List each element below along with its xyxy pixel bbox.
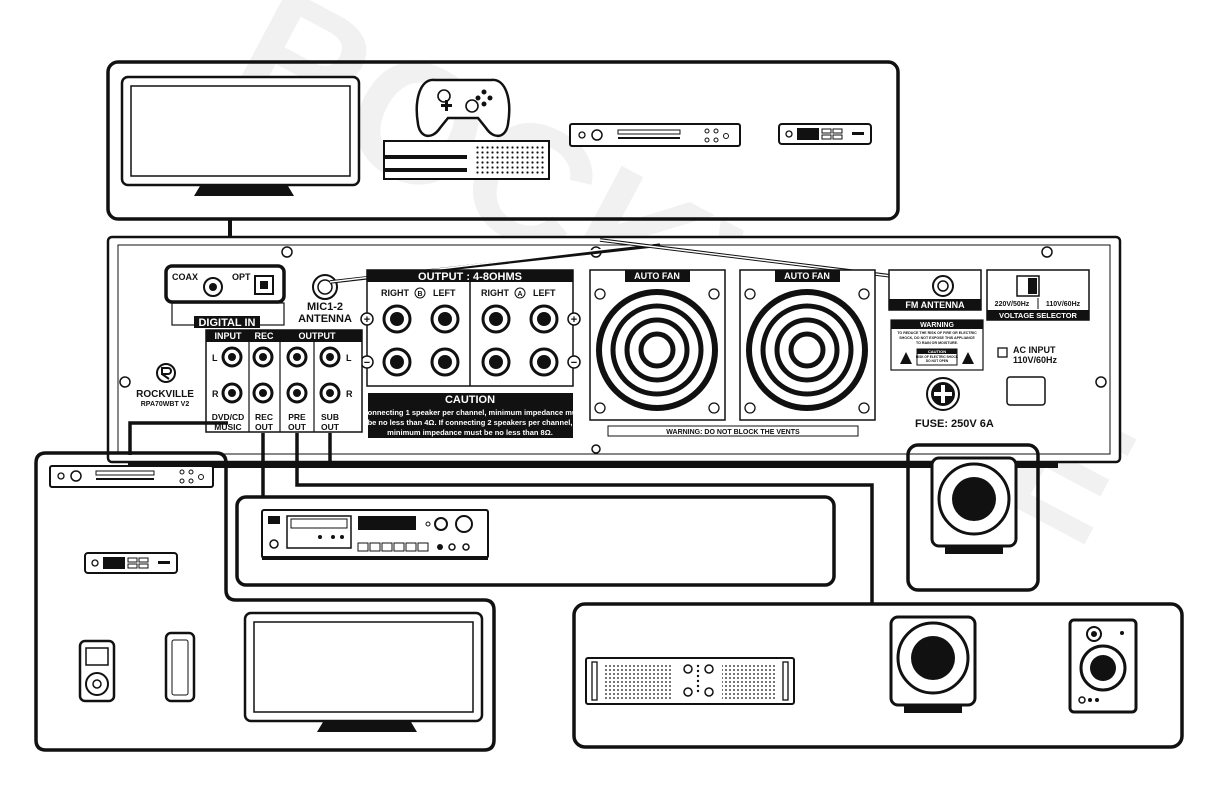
fan-left: AUTO FAN: [589, 269, 726, 421]
ac-socket: [1006, 376, 1046, 406]
game-console-icon: [383, 78, 550, 180]
ac-input-label-2: 110V/60Hz: [1013, 355, 1058, 365]
speaker-output-title: OUTPUT : 4-8OHMS: [418, 271, 522, 283]
subwoofer-icon: [930, 456, 1018, 554]
model-label: RPA70WBT V2: [141, 401, 190, 408]
music-player-icon: [78, 639, 116, 703]
digital-in-label: DIGITAL IN: [198, 317, 255, 329]
dvd-player-icon: [569, 123, 741, 147]
smartphone-icon: [164, 631, 196, 703]
warning-caution: CAUTION: [928, 349, 946, 354]
rca-sub-out-1: SUB: [321, 412, 339, 422]
warning-caution-2: DO NOT OPEN: [926, 359, 949, 363]
opt-label: OPT: [232, 272, 251, 282]
voltage-selector: 220V/50Hz 110V/60Hz VOLTAGE SELECTOR: [986, 269, 1090, 321]
analog-sources-box: [34, 451, 496, 752]
caution-line-3: minimum impedance must be no less than 8…: [387, 428, 553, 437]
rca-rec-header: REC: [254, 331, 274, 341]
rca-cables: [128, 421, 908, 604]
speaker-right-b-label: RIGHT: [381, 288, 410, 298]
fm-antenna-section: FM ANTENNA: [888, 269, 982, 311]
tv-bottom-icon: [243, 611, 484, 732]
fuse-section: FUSE: 250V 6A: [915, 377, 994, 430]
warning-line-2: SHOCK, DO NOT EXPOSE THIS APPLIANCE: [899, 336, 975, 340]
rca-section: INPUT REC OUTPUT L R L R DVD/CD MUSIC RE…: [205, 329, 363, 433]
rca-rec-out-2: OUT: [255, 422, 274, 432]
speaker-a-mark: A: [517, 291, 522, 298]
subwoofer-box: [906, 443, 1040, 592]
caution-line-2: be no less than 4Ω. If connecting 2 spea…: [368, 418, 573, 427]
fuse-label: FUSE: 250V 6A: [915, 418, 994, 430]
mic-antenna-label-1: MIC1-2: [307, 301, 343, 313]
warning-line-3: TO RAIN OR MOISTURE.: [916, 341, 958, 345]
rockville-logo: ROCKVILLE RPA70WBT V2: [136, 363, 194, 408]
speaker-b-mark: B: [417, 291, 422, 298]
rca-dvd-cd-1: DVD/CD: [212, 412, 245, 422]
fan-left-label: AUTO FAN: [634, 271, 680, 281]
digital-in-highlight: [164, 264, 286, 304]
warning-line-1: TO REDUCE THE RISK OF FIRE OR ELECTRIC: [897, 331, 977, 335]
rca-pre-out-2: OUT: [288, 422, 307, 432]
fan-right: AUTO FAN: [739, 269, 876, 421]
rca-pre-out-1: PRE: [288, 412, 306, 422]
rca-output-header: OUTPUT: [299, 331, 337, 341]
recorder-box: [235, 495, 836, 587]
caution-title: CAUTION: [445, 394, 495, 406]
coax-label: COAX: [172, 272, 198, 282]
mic-antenna-label-2: ANTENNA: [298, 313, 352, 325]
cd-player-icon: [49, 465, 214, 488]
bookshelf-speaker-icon: [1068, 618, 1138, 714]
caution-block: CAUTION If connecting 1 speaker per chan…: [357, 393, 584, 438]
plus-right: +: [571, 314, 577, 326]
fan-warning-label: WARNING: DO NOT BLOCK THE VENTS: [666, 429, 800, 436]
rca-l-right: L: [346, 353, 352, 363]
speaker-left-a-label: LEFT: [533, 288, 556, 298]
speaker-left-b-label: LEFT: [433, 288, 456, 298]
fm-antenna-label: FM ANTENNA: [905, 300, 965, 310]
rca-rec-out-1: REC: [255, 412, 273, 422]
rca-r-right: R: [346, 389, 353, 399]
voltage-option-1: 220V/50Hz: [995, 301, 1030, 308]
subwoofer-2-icon: [889, 615, 977, 713]
minus-left: −: [364, 357, 370, 369]
rca-input-header: INPUT: [215, 331, 243, 341]
digital-in-section: DIGITAL IN COAX OPT: [164, 264, 286, 329]
caution-line-1: If connecting 1 speaker per channel, min…: [357, 408, 584, 417]
rca-dvd-cd-2: MUSIC: [214, 422, 241, 432]
ac-input-label-1: AC INPUT: [1013, 345, 1056, 355]
power-amplifier-icon: [585, 657, 795, 705]
warning-caution-1: RISK OF ELECTRIC SHOCK: [916, 355, 959, 359]
voltage-option-2: 110V/60Hz: [1046, 301, 1081, 308]
network-player-icon: [84, 552, 178, 574]
mic-antenna-section: MIC1-2 ANTENNA: [298, 274, 352, 325]
speakers-box: [572, 602, 1184, 749]
speaker-right-a-label: RIGHT: [481, 288, 510, 298]
rca-sub-out-2: OUT: [321, 422, 340, 432]
tape-deck-icon: [261, 509, 489, 560]
fan-right-label: AUTO FAN: [784, 271, 830, 281]
speaker-output-section: OUTPUT : 4-8OHMS RIGHT B LEFT RIGHT A LE…: [360, 269, 581, 387]
digital-sources-box: [106, 60, 900, 221]
media-player-icon: [778, 123, 872, 145]
rca-l-left: L: [212, 353, 218, 363]
rca-r-left: R: [212, 389, 219, 399]
tv-icon: [120, 75, 361, 196]
warning-title: WARNING: [920, 322, 954, 329]
ac-input-section: AC INPUT 110V/60Hz: [997, 345, 1058, 406]
plus-left: +: [364, 314, 370, 326]
minus-right: −: [571, 357, 577, 369]
voltage-selector-label: VOLTAGE SELECTOR: [999, 311, 1078, 320]
brand-label: ROCKVILLE: [136, 389, 194, 400]
warning-label: WARNING TO REDUCE THE RISK OF FIRE OR EL…: [890, 319, 984, 371]
